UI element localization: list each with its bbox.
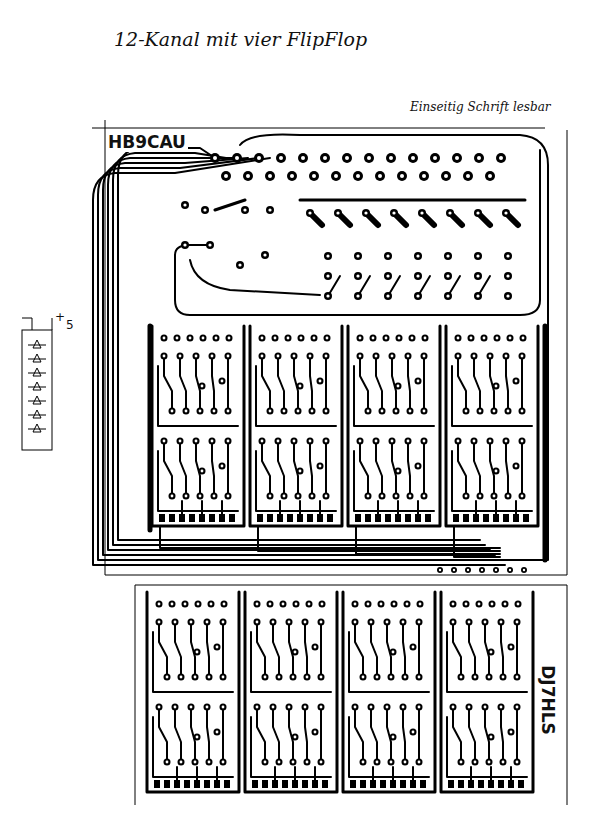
- pin-number: 5: [64, 318, 76, 332]
- component-sketch: [22, 318, 52, 450]
- note: Einseitig Schrift lesbar: [408, 100, 553, 114]
- callsign: HB9CAU: [106, 132, 188, 152]
- title: 12-Kanal mit vier FlipFlop: [112, 28, 369, 50]
- callsign: DJ7HLS: [538, 663, 558, 737]
